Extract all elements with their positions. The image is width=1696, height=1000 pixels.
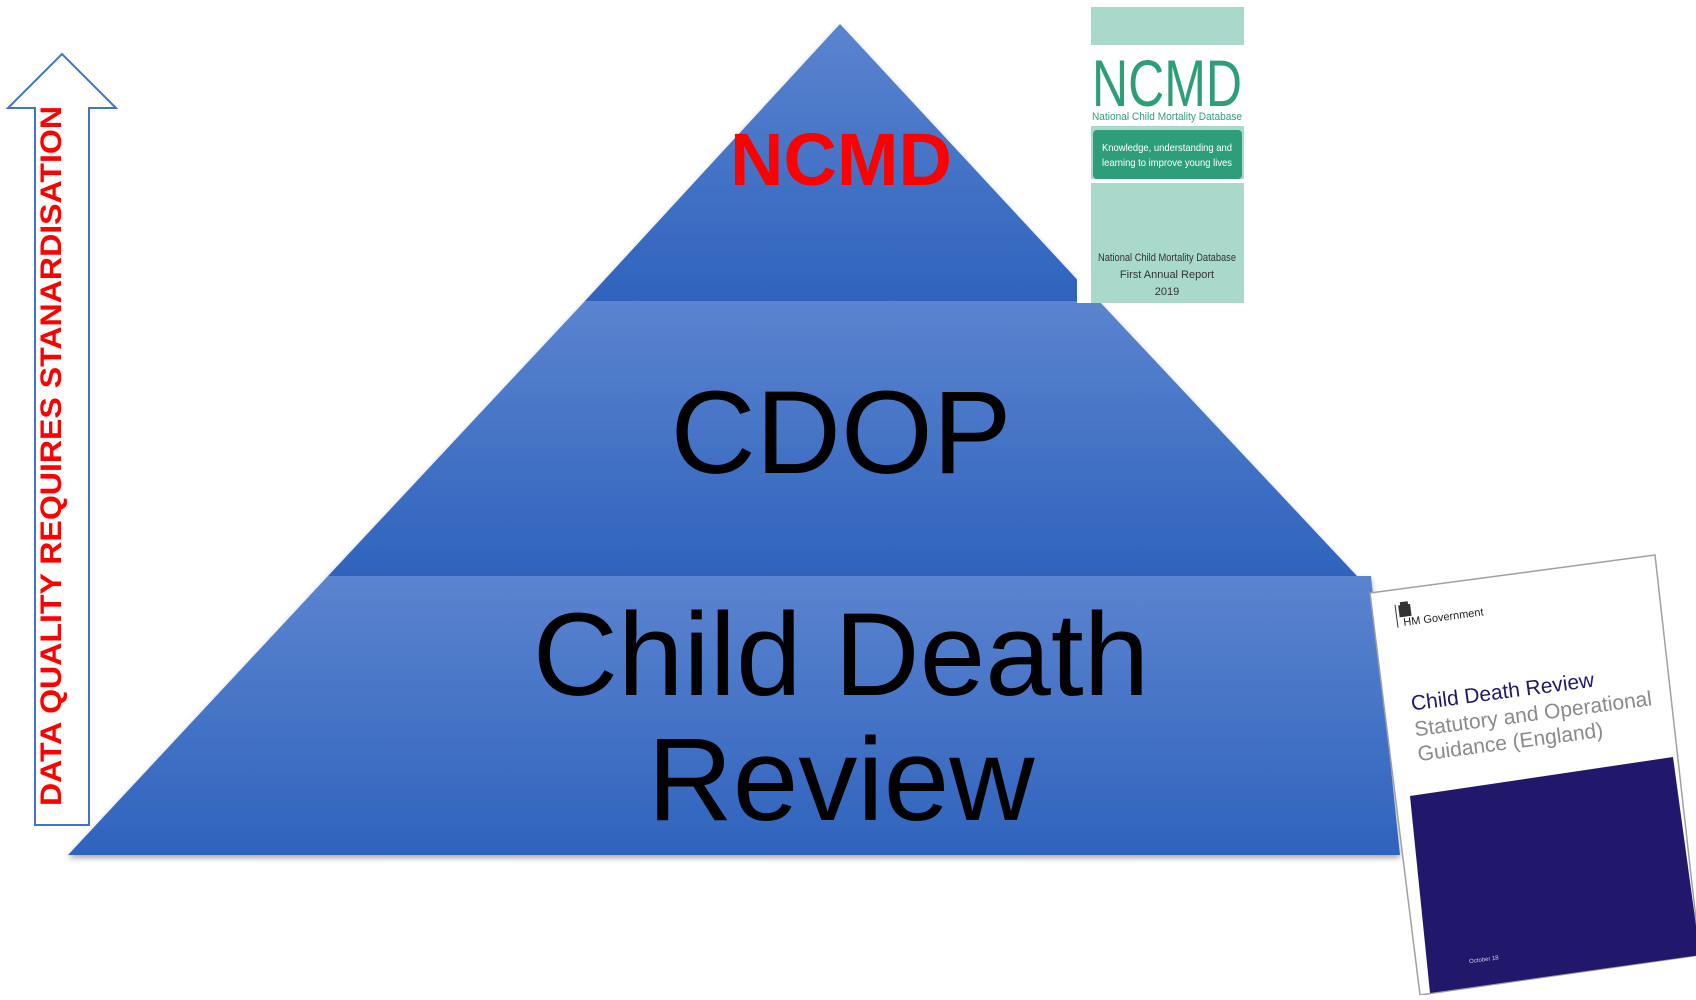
cover-bottom-band	[1091, 183, 1244, 303]
cover-top-band	[1091, 7, 1244, 45]
pyramid-tier-top	[585, 24, 1097, 301]
pyramid-label-cdop: CDOP	[671, 367, 1012, 499]
ncmd-report-cover: NCMD National Child Mortality Database K…	[1077, 7, 1277, 303]
cover-tagline-line-1: Knowledge, understanding and	[1102, 142, 1232, 154]
cover-report-line-2: First Annual Report	[1120, 269, 1214, 281]
cover-tagline-line-2: learning to improve young lives	[1102, 157, 1232, 169]
arrow-outline-icon	[5, 52, 119, 826]
crest-icon	[1394, 601, 1412, 628]
arrow-label: DATA QUALITY REQUIRES STANARDISATION	[35, 106, 68, 806]
cdr-guidance-cover: HM Government Child Death Review Statuto…	[1369, 554, 1696, 996]
pyramid-tier-bottom	[68, 576, 1400, 855]
cover-logo-subtitle: National Child Mortality Database	[1092, 111, 1242, 123]
cover-report-line-1: National Child Mortality Database	[1098, 252, 1236, 264]
pyramid-tier-middle	[328, 301, 1357, 576]
pyramid-label-review: Review	[648, 714, 1036, 846]
cdr-cover-band	[1410, 757, 1696, 993]
pyramid	[68, 24, 1400, 855]
pyramid-label-ncmd: NCMD	[730, 118, 952, 201]
upward-arrow: DATA QUALITY REQUIRES STANARDISATION	[5, 52, 119, 826]
cover-logo: NCMD	[1092, 46, 1242, 120]
cover-report-line-3: 2019	[1155, 286, 1179, 298]
cover-tagline-box	[1093, 130, 1242, 179]
pyramid-label-child-death: Child Death	[533, 589, 1150, 721]
cdr-cover-footer: October 18	[1469, 955, 1500, 965]
